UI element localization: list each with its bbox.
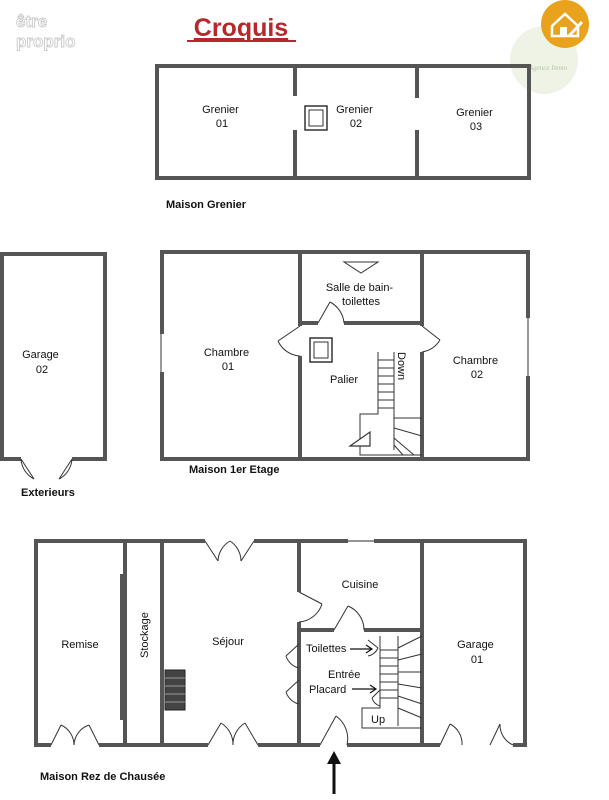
room-chambre-02: Chambre 02 <box>453 355 501 381</box>
room-grenier-01: Grenier 01 <box>202 104 242 130</box>
house-pencil-icon <box>550 12 584 38</box>
door-cuisine-left <box>298 591 323 623</box>
door-entree <box>319 715 349 746</box>
badge-agency-text: Agence Immo <box>528 64 568 72</box>
door-chambre-01 <box>277 325 301 357</box>
arrow-toilettes-icon <box>350 644 374 654</box>
watermark-line-2: proprio <box>16 32 76 51</box>
page-title: Croquis <box>194 14 288 42</box>
caption-rdc: Maison Rez de Chausée <box>40 771 165 783</box>
room-chambre-01: Chambre 01 <box>204 347 252 373</box>
door-sejour-top-right <box>229 540 255 562</box>
stair-arrow-icon <box>348 430 371 447</box>
grenier-outline <box>155 64 531 180</box>
door-sdb <box>317 301 345 324</box>
door-cuisine-bottom <box>333 605 365 631</box>
door-remise-right <box>73 724 100 746</box>
roof-hatch <box>304 105 328 131</box>
garage-02-outline <box>0 252 107 461</box>
door-chambre-02 <box>421 325 441 353</box>
room-remise: Remise <box>61 639 98 651</box>
door-garage-01-left <box>439 723 463 746</box>
room-garage-02: Garage 02 <box>22 349 62 376</box>
stair-up-label: Up <box>371 714 385 726</box>
door-garage-01-right <box>489 723 514 746</box>
floor-grenier: Grenier 01 Grenier 02 Grenier 03 Maison … <box>155 64 531 211</box>
floor-rdc: Remise Stockage Séjour Cuisine Toilettes… <box>34 539 527 794</box>
arrow-placard-icon <box>352 684 378 694</box>
room-garage-01: Garage 01 <box>457 639 497 666</box>
room-grenier-02: Grenier 02 <box>336 104 376 130</box>
room-palier: Palier <box>330 374 358 386</box>
door-toilettes <box>285 643 300 669</box>
door-sejour-bottom-left <box>207 722 234 746</box>
room-sejour: Séjour <box>212 636 244 648</box>
staircase-rdc <box>361 635 423 729</box>
room-placard: Placard <box>309 684 346 696</box>
stair-down-label: Down <box>395 352 407 380</box>
caption-etage: Maison 1er Etage <box>189 464 279 476</box>
door-sejour-bottom-right <box>232 722 259 746</box>
sink-icon <box>342 261 380 274</box>
door-placard <box>285 679 300 705</box>
door-toilettes-inner <box>367 639 379 657</box>
caption-exterieurs: Exterieurs <box>21 487 75 499</box>
door-remise-left <box>50 724 75 746</box>
room-grenier-03: Grenier 03 <box>456 107 496 133</box>
door-placard-inner <box>371 689 381 707</box>
etage-hatch <box>309 337 333 363</box>
staircase-etage <box>348 352 423 456</box>
agency-badge: Agence Immo <box>510 0 589 94</box>
watermark: être proprio <box>16 12 76 52</box>
roof-hatch-inner <box>308 109 324 127</box>
floor-etage: Salle de bain- toilettes Chambre 01 Pali… <box>160 250 530 476</box>
radiator <box>164 669 186 711</box>
room-entree: Entrée <box>328 669 360 681</box>
room-cuisine: Cuisine <box>342 579 379 591</box>
room-salle-de-bain: Salle de bain- toilettes <box>326 282 396 308</box>
building-garage-02: Garage 02 Exterieurs <box>0 252 107 499</box>
entrance-arrow-icon <box>327 751 341 794</box>
caption-grenier: Maison Grenier <box>166 199 247 211</box>
door-sejour-top-left <box>204 540 231 562</box>
room-toilettes: Toilettes <box>306 643 347 655</box>
garage-02-door-left <box>20 458 35 480</box>
watermark-line-1: être <box>16 12 47 31</box>
garage-02-door-right <box>58 458 73 480</box>
room-stockage: Stockage <box>139 612 151 658</box>
